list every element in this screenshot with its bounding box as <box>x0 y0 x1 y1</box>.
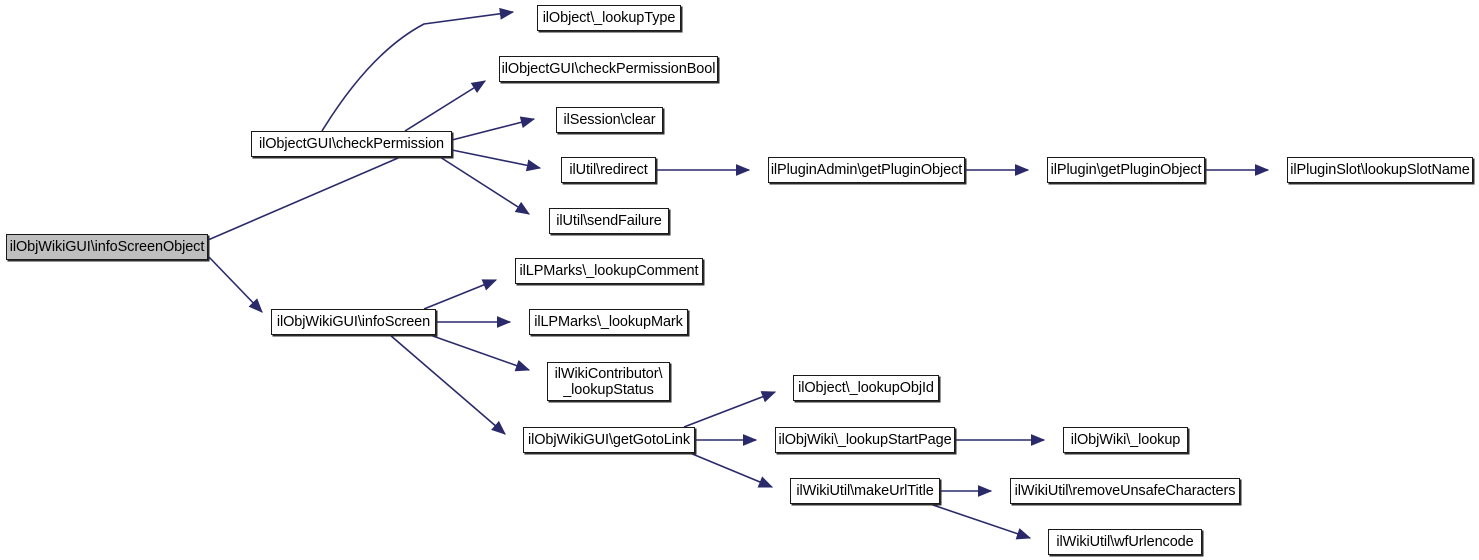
graph-node-n11[interactable]: ilLPMarks\_lookupComment <box>515 258 703 284</box>
graph-edge-n14-to-n18 <box>689 452 774 488</box>
graph-edge-n1-to-n3 <box>404 80 487 132</box>
graph-edge-n14-to-n15 <box>683 391 777 428</box>
graph-edge-n1-to-n4 <box>451 116 536 141</box>
graph-node-n17[interactable]: ilObjWiki\_lookup <box>1063 427 1188 453</box>
graph-node-n2[interactable]: ilObject\_lookupType <box>537 5 681 31</box>
graph-node-n3[interactable]: ilObjectGUI\checkPermissionBool <box>499 56 718 82</box>
graph-node-n18[interactable]: ilWikiUtil\makeUrlTitle <box>790 478 940 504</box>
graph-edge-n0-to-n1 <box>207 145 428 241</box>
graph-node-n0[interactable]: ilObjWikiGUI\infoScreenObject <box>6 234 208 260</box>
graph-node-n5[interactable]: ilUtil\redirect <box>561 157 656 183</box>
graph-node-n14[interactable]: ilObjWikiGUI\getGotoLink <box>523 427 695 453</box>
graph-node-n19[interactable]: ilWikiUtil\removeUnsafeCharacters <box>1010 478 1240 504</box>
graph-node-n15[interactable]: ilObject\_lookupObjId <box>793 375 939 401</box>
graph-node-n6[interactable]: ilUtil\sendFailure <box>549 208 669 234</box>
graph-edge-n0-to-n10 <box>207 255 263 313</box>
graph-node-n12[interactable]: ilLPMarks\_lookupMark <box>529 309 688 335</box>
graph-node-n4[interactable]: ilSession\clear <box>556 107 663 133</box>
graph-node-n16[interactable]: ilObjWiki\_lookupStartPage <box>775 427 955 453</box>
graph-node-n8[interactable]: ilPlugin\getPluginObject <box>1047 157 1205 183</box>
graph-edge-n10-to-n14 <box>389 334 506 435</box>
graph-node-n7[interactable]: ilPluginAdmin\getPluginObject <box>768 157 965 183</box>
graph-edge-n10-to-n13 <box>429 334 531 372</box>
graph-edge-n18-to-n20 <box>929 503 1032 540</box>
graph-edge-n1-to-n6 <box>439 156 531 215</box>
graph-node-n20[interactable]: ilWikiUtil\wfUrlencode <box>1048 529 1202 555</box>
graph-node-n10[interactable]: ilObjWikiGUI\infoScreen <box>271 309 436 335</box>
graph-edge-n1-to-n5 <box>451 149 542 172</box>
graph-node-n9[interactable]: ilPluginSlot\lookupSlotName <box>1287 157 1473 183</box>
graph-edge-n1-to-n2 <box>321 7 515 132</box>
graph-node-n13[interactable]: ilWikiContributor\ _lookupStatus <box>547 362 670 401</box>
graph-edge-n10-to-n11 <box>423 279 498 310</box>
graph-node-n1[interactable]: ilObjectGUI\checkPermission <box>251 131 452 157</box>
